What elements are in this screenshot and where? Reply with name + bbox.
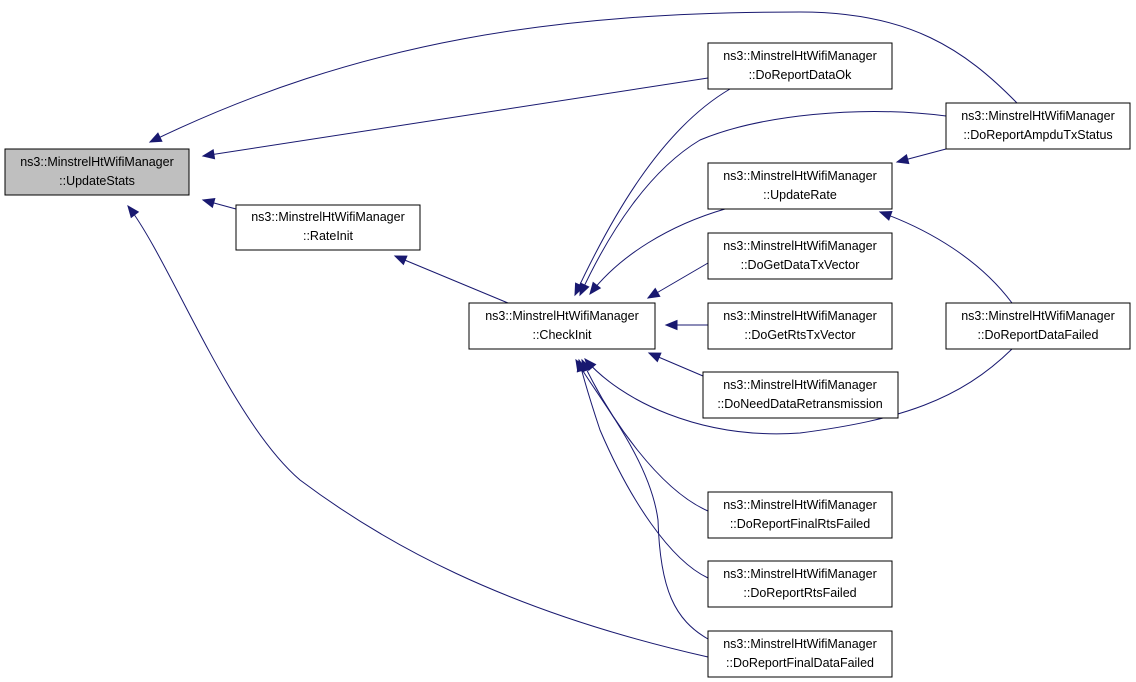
node-do-report-data-failed-line2: ::DoReportDataFailed: [978, 328, 1099, 342]
edge-arrowhead: [579, 282, 590, 297]
edge-arrowhead: [664, 319, 678, 331]
node-update-stats-line2: ::UpdateStats: [59, 174, 135, 188]
edge-do-report-final-data-failed-to-update-stats: [127, 204, 709, 658]
node-do-report-data-failed[interactable]: ns3::MinstrelHtWifiManager ::DoReportDat…: [945, 302, 1131, 350]
edge-do-report-ampdu-tx-status-to-check-init: [579, 111, 947, 297]
edge-arrowhead: [127, 204, 140, 219]
node-update-rate-line1: ns3::MinstrelHtWifiManager: [723, 169, 877, 183]
node-do-report-data-ok-line1: ns3::MinstrelHtWifiManager: [723, 49, 877, 63]
edge-line: [149, 11, 1018, 143]
edge-line: [127, 205, 709, 658]
node-do-report-rts-failed[interactable]: ns3::MinstrelHtWifiManager ::DoReportRts…: [707, 560, 893, 608]
edge-arrowhead: [878, 210, 893, 221]
edges-layer: [127, 11, 1018, 658]
edge-arrowhead: [201, 197, 216, 209]
node-do-report-rts-failed-line1: ns3::MinstrelHtWifiManager: [723, 567, 877, 581]
edge-line: [574, 88, 731, 296]
edge-arrowhead: [148, 132, 163, 143]
edge-rate-init-to-update-stats: [201, 197, 237, 210]
edge-check-init-to-rate-init: [393, 255, 509, 304]
edge-line: [589, 208, 726, 295]
edge-arrowhead: [575, 358, 587, 373]
node-do-report-rts-failed-line2: ::DoReportRtsFailed: [743, 586, 856, 600]
node-update-rate[interactable]: ns3::MinstrelHtWifiManager ::UpdateRate: [707, 162, 893, 210]
node-do-report-final-rts-failed[interactable]: ns3::MinstrelHtWifiManager ::DoReportFin…: [707, 491, 893, 539]
edge-line: [202, 77, 709, 157]
node-do-get-rts-tx-vector[interactable]: ns3::MinstrelHtWifiManager ::DoGetRtsTxV…: [707, 302, 893, 350]
node-do-report-data-ok[interactable]: ns3::MinstrelHtWifiManager ::DoReportDat…: [707, 42, 893, 90]
node-do-report-final-data-failed[interactable]: ns3::MinstrelHtWifiManager ::DoReportFin…: [707, 630, 893, 678]
edge-do-report-final-data-failed-to-check-init: [575, 358, 709, 640]
edge-line: [578, 359, 709, 579]
node-rate-init-line1: ns3::MinstrelHtWifiManager: [251, 210, 405, 224]
edge-do-need-data-retransmission-to-check-init: [647, 352, 704, 377]
node-do-get-rts-tx-vector-line1: ns3::MinstrelHtWifiManager: [723, 309, 877, 323]
node-do-report-ampdu-tx-status-line1: ns3::MinstrelHtWifiManager: [961, 109, 1115, 123]
node-do-get-data-tx-vector-line2: ::DoGetDataTxVector: [741, 258, 860, 272]
node-update-stats-line1: ns3::MinstrelHtWifiManager: [20, 155, 174, 169]
node-do-report-data-ok-line2: ::DoReportDataOk: [749, 68, 853, 82]
edge-do-report-data-failed-to-update-rate: [878, 210, 1013, 304]
edge-line: [579, 111, 947, 296]
edge-do-report-data-ok-to-update-stats: [201, 77, 709, 160]
node-check-init-line1: ns3::MinstrelHtWifiManager: [485, 309, 639, 323]
node-rate-init-line2: ::RateInit: [303, 229, 354, 243]
edge-update-rate-to-check-init: [589, 208, 726, 296]
edge-arrowhead: [647, 352, 662, 363]
node-do-get-data-tx-vector[interactable]: ns3::MinstrelHtWifiManager ::DoGetDataTx…: [707, 232, 893, 280]
node-do-report-ampdu-tx-status[interactable]: ns3::MinstrelHtWifiManager ::DoReportAmp…: [945, 102, 1131, 150]
edge-line: [584, 348, 1013, 435]
node-do-report-final-data-failed-line1: ns3::MinstrelHtWifiManager: [723, 637, 877, 651]
node-rate-init[interactable]: ns3::MinstrelHtWifiManager ::RateInit: [235, 204, 421, 251]
edge-do-report-final-rts-failed-to-check-init: [581, 358, 709, 512]
node-update-rate-line2: ::UpdateRate: [763, 188, 837, 202]
node-do-need-data-retransmission-line1: ns3::MinstrelHtWifiManager: [723, 378, 877, 392]
edge-do-report-ampdu-tx-status-to-update-stats: [148, 11, 1018, 143]
nodes-layer: ns3::MinstrelHtWifiManager ::UpdateStats…: [4, 42, 1131, 678]
edge-line: [879, 211, 1013, 304]
node-do-report-data-failed-line1: ns3::MinstrelHtWifiManager: [961, 309, 1115, 323]
edge-line: [575, 359, 709, 640]
node-do-report-ampdu-tx-status-line2: ::DoReportAmpduTxStatus: [963, 128, 1112, 142]
node-do-report-final-data-failed-line2: ::DoReportFinalDataFailed: [726, 656, 874, 670]
edge-line: [581, 359, 709, 512]
edge-do-get-data-tx-vector-to-check-init: [646, 262, 709, 299]
edge-arrowhead: [589, 281, 602, 296]
node-do-report-final-rts-failed-line1: ns3::MinstrelHtWifiManager: [723, 498, 877, 512]
node-check-init[interactable]: ns3::MinstrelHtWifiManager ::CheckInit: [468, 302, 656, 350]
edge-arrowhead: [393, 255, 408, 266]
edge-do-get-rts-tx-vector-to-check-init: [664, 319, 708, 331]
node-check-init-line2: ::CheckInit: [532, 328, 592, 342]
edge-line: [394, 255, 509, 304]
edge-arrowhead: [646, 287, 661, 299]
edge-arrowhead: [201, 149, 216, 160]
node-do-get-rts-tx-vector-line2: ::DoGetRtsTxVector: [744, 328, 855, 342]
edge-arrowhead: [895, 153, 910, 165]
node-do-get-data-tx-vector-line1: ns3::MinstrelHtWifiManager: [723, 239, 877, 253]
node-do-need-data-retransmission-line2: ::DoNeedDataRetransmission: [717, 397, 882, 411]
node-update-stats[interactable]: ns3::MinstrelHtWifiManager ::UpdateStats: [4, 148, 190, 196]
node-do-report-final-rts-failed-line2: ::DoReportFinalRtsFailed: [730, 517, 870, 531]
edge-line: [647, 262, 709, 299]
edge-do-report-ampdu-tx-status-to-update-rate: [895, 148, 947, 165]
node-do-need-data-retransmission[interactable]: ns3::MinstrelHtWifiManager ::DoNeedDataR…: [702, 371, 899, 419]
